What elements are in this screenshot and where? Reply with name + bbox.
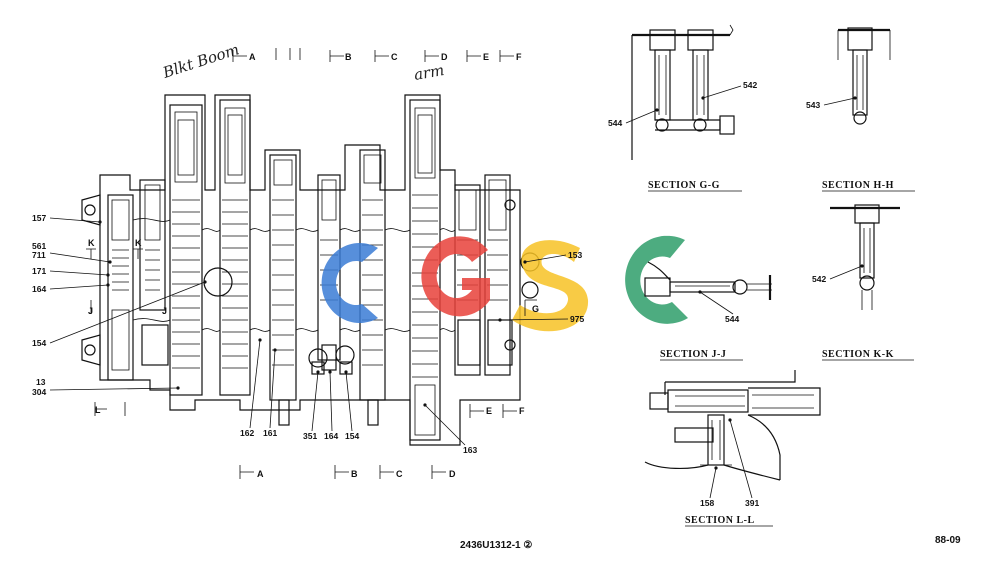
marker-k-right: K <box>135 238 142 248</box>
label-561: 561 <box>32 241 46 251</box>
label-163: 163 <box>463 445 477 455</box>
cut-line-c-top: C <box>391 52 398 62</box>
label-154-bottom: 154 <box>345 431 359 441</box>
label-153: 153 <box>568 250 582 260</box>
label-171: 171 <box>32 266 46 276</box>
cut-line-a-top: A <box>249 52 256 62</box>
section-k-k-view: 542 SECTION K-K <box>812 204 914 361</box>
marker-j-left: J <box>88 306 93 316</box>
cut-line-f-bottom: F <box>519 406 525 416</box>
label-542-k: 542 <box>812 274 826 284</box>
cut-line-f-top: F <box>516 52 522 62</box>
label-164-left: 164 <box>32 284 46 294</box>
cut-line-e-top: E <box>483 52 489 62</box>
handwritten-arm-note: arm <box>413 61 446 84</box>
label-164-bottom: 164 <box>324 431 338 441</box>
label-711: 711 <box>32 250 46 260</box>
label-157: 157 <box>32 213 46 223</box>
cut-line-a-bottom: A <box>257 469 264 479</box>
marker-j-right: J <box>162 306 167 316</box>
cut-line-d-bottom: D <box>449 469 456 479</box>
top-cut-lines: A B C D E F <box>232 48 522 62</box>
label-351: 351 <box>303 431 317 441</box>
bottom-cut-lines: L A B C D E F <box>94 402 525 479</box>
label-154-left: 154 <box>32 338 46 348</box>
side-markers: K K J J G <box>86 238 539 316</box>
label-162: 162 <box>240 428 254 438</box>
label-13: 13 <box>36 377 46 387</box>
watermark-letter-c-blue <box>321 243 378 323</box>
watermark-letter-g-red <box>421 236 490 317</box>
marker-g: G <box>532 304 539 314</box>
section-g-g-view: 544 542 SECTION G-G <box>608 24 757 192</box>
label-158: 158 <box>700 498 714 508</box>
marker-k-left: K <box>88 238 95 248</box>
cut-line-c-bottom: C <box>396 469 403 479</box>
section-l-l-title: SECTION L-L <box>685 515 755 526</box>
section-h-h-title: SECTION H-H <box>822 180 894 191</box>
watermark-letter-s-yellow <box>512 240 589 332</box>
label-542-g: 542 <box>743 80 757 90</box>
section-h-h-view: 543 SECTION H-H <box>806 27 915 192</box>
page-number: 88-09 <box>935 535 961 546</box>
label-304: 304 <box>32 387 46 397</box>
watermark-letter-c-green <box>625 235 688 324</box>
section-l-l-view: 158 391 SECTION L-L <box>644 370 821 527</box>
label-544-j: 544 <box>725 314 739 324</box>
label-544-g: 544 <box>608 118 622 128</box>
cut-line-b-bottom: B <box>351 469 358 479</box>
section-k-k-title: SECTION K-K <box>822 349 894 360</box>
watermark-logo <box>321 235 688 332</box>
control-valve-assembly <box>81 94 540 446</box>
label-543: 543 <box>806 100 820 110</box>
section-j-j-view: 544 SECTION J-J <box>644 261 772 361</box>
section-g-g-title: SECTION G-G <box>648 180 720 191</box>
label-161: 161 <box>263 428 277 438</box>
drawing-number: 2436U1312-1 ② <box>460 540 532 551</box>
handwritten-boom-note: Blkt Boom <box>160 40 242 82</box>
cut-line-b-top: B <box>345 52 352 62</box>
cut-line-d-top: D <box>441 52 448 62</box>
section-j-j-title: SECTION J-J <box>660 349 726 360</box>
cut-line-e-bottom: E <box>486 406 492 416</box>
part-labels-main: 157 561 711 171 164 154 13 304 162 161 3… <box>32 213 584 455</box>
cut-line-l: L <box>95 405 101 415</box>
label-975: 975 <box>570 314 584 324</box>
label-391: 391 <box>745 498 759 508</box>
